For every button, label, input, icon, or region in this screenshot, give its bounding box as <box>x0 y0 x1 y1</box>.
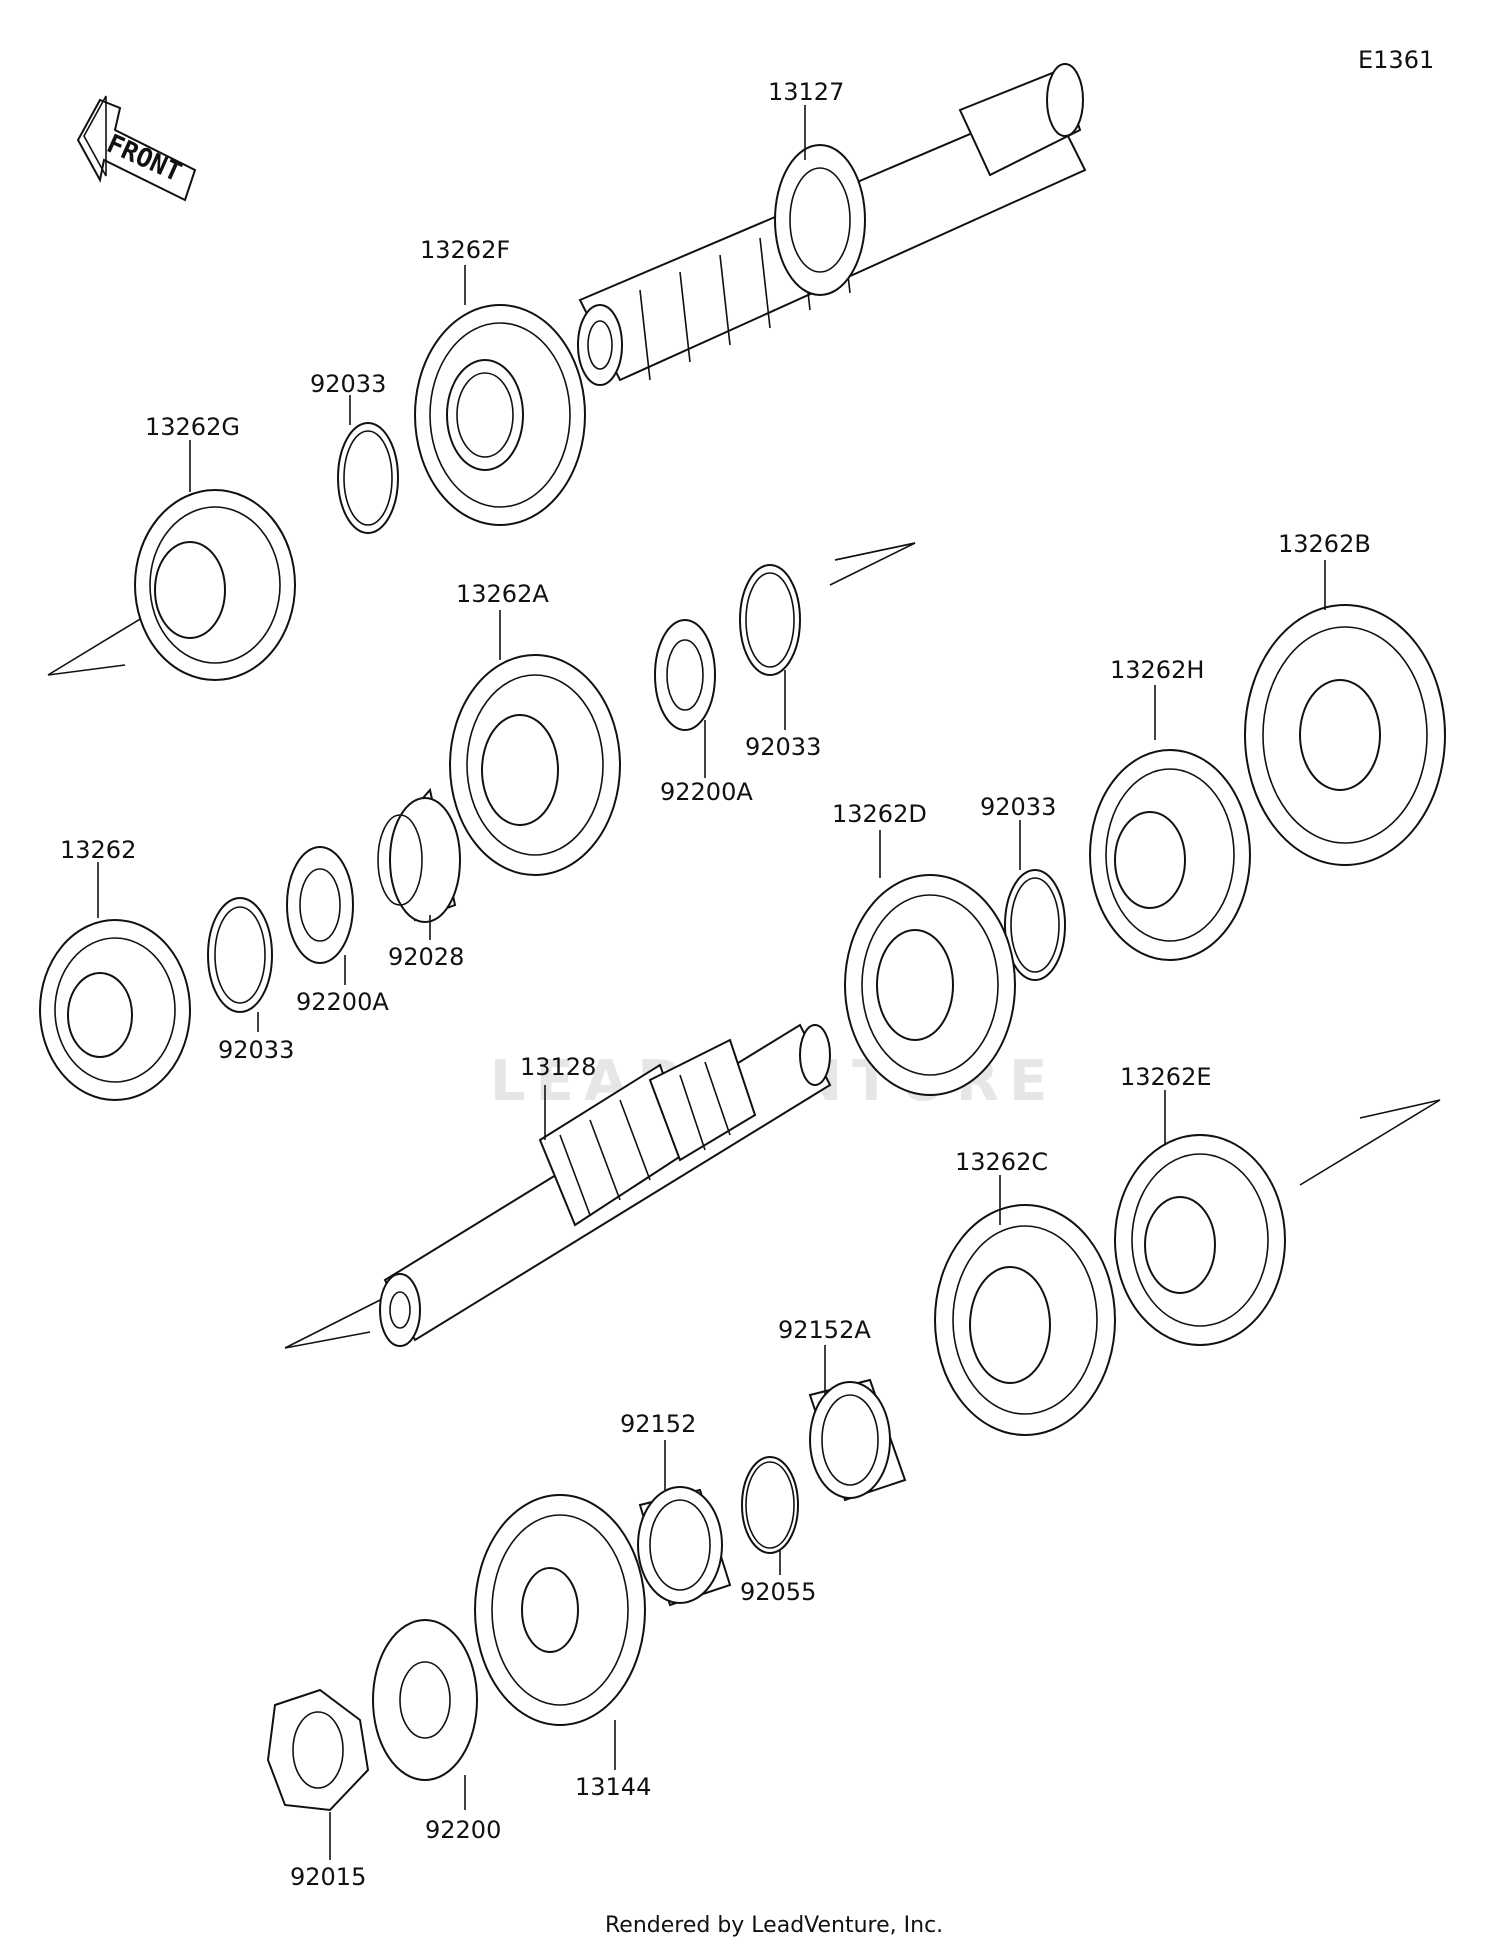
label-92200A-a: 92200A <box>660 778 753 806</box>
axis-lines <box>47 542 1441 1349</box>
label-13127: 13127 <box>768 78 844 106</box>
label-92200: 92200 <box>425 1816 501 1844</box>
shaft-13127 <box>577 63 1087 386</box>
label-13262H: 13262H <box>1110 656 1204 684</box>
diagram-id: E1361 <box>1358 46 1434 74</box>
label-92033-c: 92033 <box>980 793 1056 821</box>
sprocket-13144 <box>474 1494 646 1770</box>
gear-13262A <box>449 610 621 876</box>
label-13262A: 13262A <box>456 580 549 608</box>
collar-92152 <box>637 1440 732 1607</box>
circlip-92033-d <box>207 897 273 1032</box>
circlip-92033-b <box>739 564 801 730</box>
label-92055: 92055 <box>740 1578 816 1606</box>
label-92152: 92152 <box>620 1410 696 1438</box>
label-92033-a: 92033 <box>310 370 386 398</box>
label-92015: 92015 <box>290 1863 366 1891</box>
gear-13262B <box>1244 560 1446 866</box>
label-13144: 13144 <box>575 1773 651 1801</box>
shaft-13128 <box>379 1023 832 1347</box>
washer-92200 <box>372 1619 478 1810</box>
nut-92015 <box>266 1688 370 1860</box>
label-13128: 13128 <box>520 1053 596 1081</box>
circlip-92033-c <box>1004 820 1066 981</box>
washer-92200A-b <box>286 846 354 985</box>
label-13262D: 13262D <box>832 800 927 828</box>
o-ring-92055 <box>741 1456 799 1575</box>
gear-13262D <box>844 830 1016 1096</box>
label-13262C: 13262C <box>955 1148 1048 1176</box>
gear-13262H <box>1089 685 1251 961</box>
label-13262B: 13262B <box>1278 530 1371 558</box>
label-92033-b: 92033 <box>745 733 821 761</box>
label-92028: 92028 <box>388 943 464 971</box>
gear-13262 <box>39 862 191 1101</box>
label-13262E: 13262E <box>1120 1063 1212 1091</box>
gear-13262E <box>1114 1090 1286 1346</box>
gear-13262F <box>414 265 586 526</box>
label-13262: 13262 <box>60 836 136 864</box>
gear-13262C <box>934 1175 1116 1436</box>
collar-92152A <box>808 1345 907 1502</box>
bearing-92028 <box>377 787 461 940</box>
footer-credit: Rendered by LeadVenture, Inc. <box>605 1913 943 1938</box>
label-92200A-b: 92200A <box>296 988 389 1016</box>
washer-92200A-a <box>654 619 716 778</box>
label-13262G: 13262G <box>145 413 240 441</box>
label-92033-d: 92033 <box>218 1036 294 1064</box>
front-arrow-icon: FRONT <box>76 95 197 202</box>
label-92152A: 92152A <box>778 1316 871 1344</box>
label-13262F: 13262F <box>420 236 510 264</box>
circlip-92033-a <box>337 395 399 534</box>
gear-13262G <box>134 440 296 681</box>
